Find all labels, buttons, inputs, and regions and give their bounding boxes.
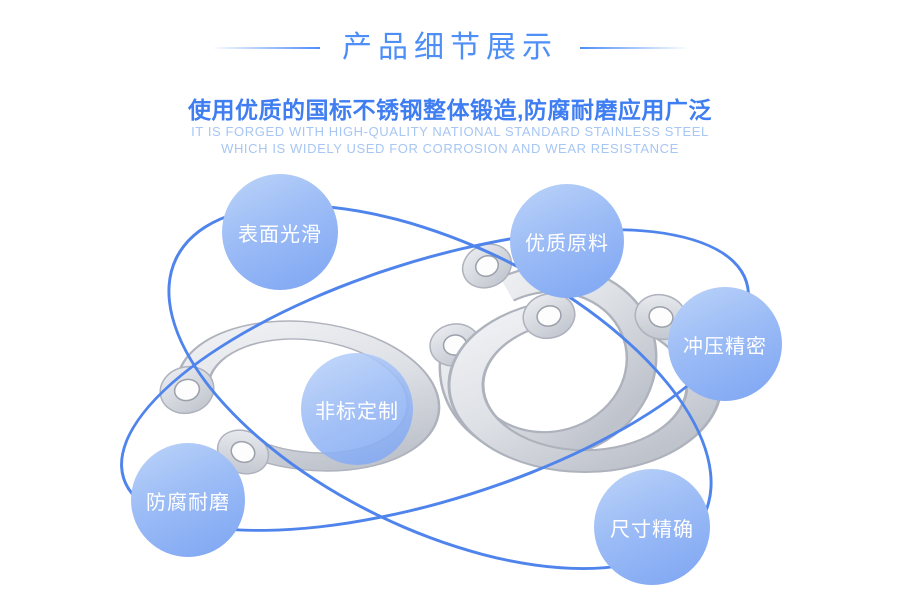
feature-label: 非标定制 [315, 400, 399, 423]
feature-badge-quality-material: 优质原料 [510, 184, 624, 298]
page-title: 产品细节展示 [342, 31, 558, 64]
subtitle-en-line1: IT IS FORGED WITH HIGH-QUALITY NATIONAL … [191, 124, 709, 139]
subtitle-cn-pre: 使用优质的国标不锈钢 [188, 97, 424, 123]
subtitle-en-line2: WHICH IS WIDELY USED FOR CORROSION AND W… [221, 141, 679, 156]
feature-badge-precise-stamping: 冲压精密 [668, 287, 782, 401]
subtitle-cn: 使用优质的国标不锈钢整体锻造,防腐耐磨应用广泛 [0, 91, 900, 132]
feature-label: 防腐耐磨 [146, 491, 230, 514]
subtitle-cn-post: 锻造,防腐耐磨应用广泛 [470, 97, 712, 123]
title-decor-line-right [580, 47, 686, 49]
feature-badge-smooth-surface: 表面光滑 [222, 174, 338, 290]
circlip-front-eyelet-1 [522, 292, 576, 340]
circlip-left [175, 320, 441, 472]
section-header: 产品细节展示 [0, 28, 900, 68]
feature-label: 表面光滑 [238, 223, 322, 246]
feature-badge-corrosion-resistant: 防腐耐磨 [131, 443, 245, 557]
circlip-middle-eyelet-1 [461, 243, 513, 289]
feature-badge-custom-nonstandard: 非标定制 [301, 353, 413, 465]
title-decor-line-left [214, 47, 320, 49]
feature-label: 优质原料 [525, 232, 609, 255]
feature-label: 冲压精密 [683, 335, 767, 358]
circlip-left-eyelet-1 [159, 365, 215, 415]
feature-badge-accurate-size: 尺寸精确 [594, 469, 710, 585]
subtitle-en: IT IS FORGED WITH HIGH-QUALITY NATIONAL … [0, 124, 900, 158]
feature-label: 尺寸精确 [610, 518, 694, 541]
